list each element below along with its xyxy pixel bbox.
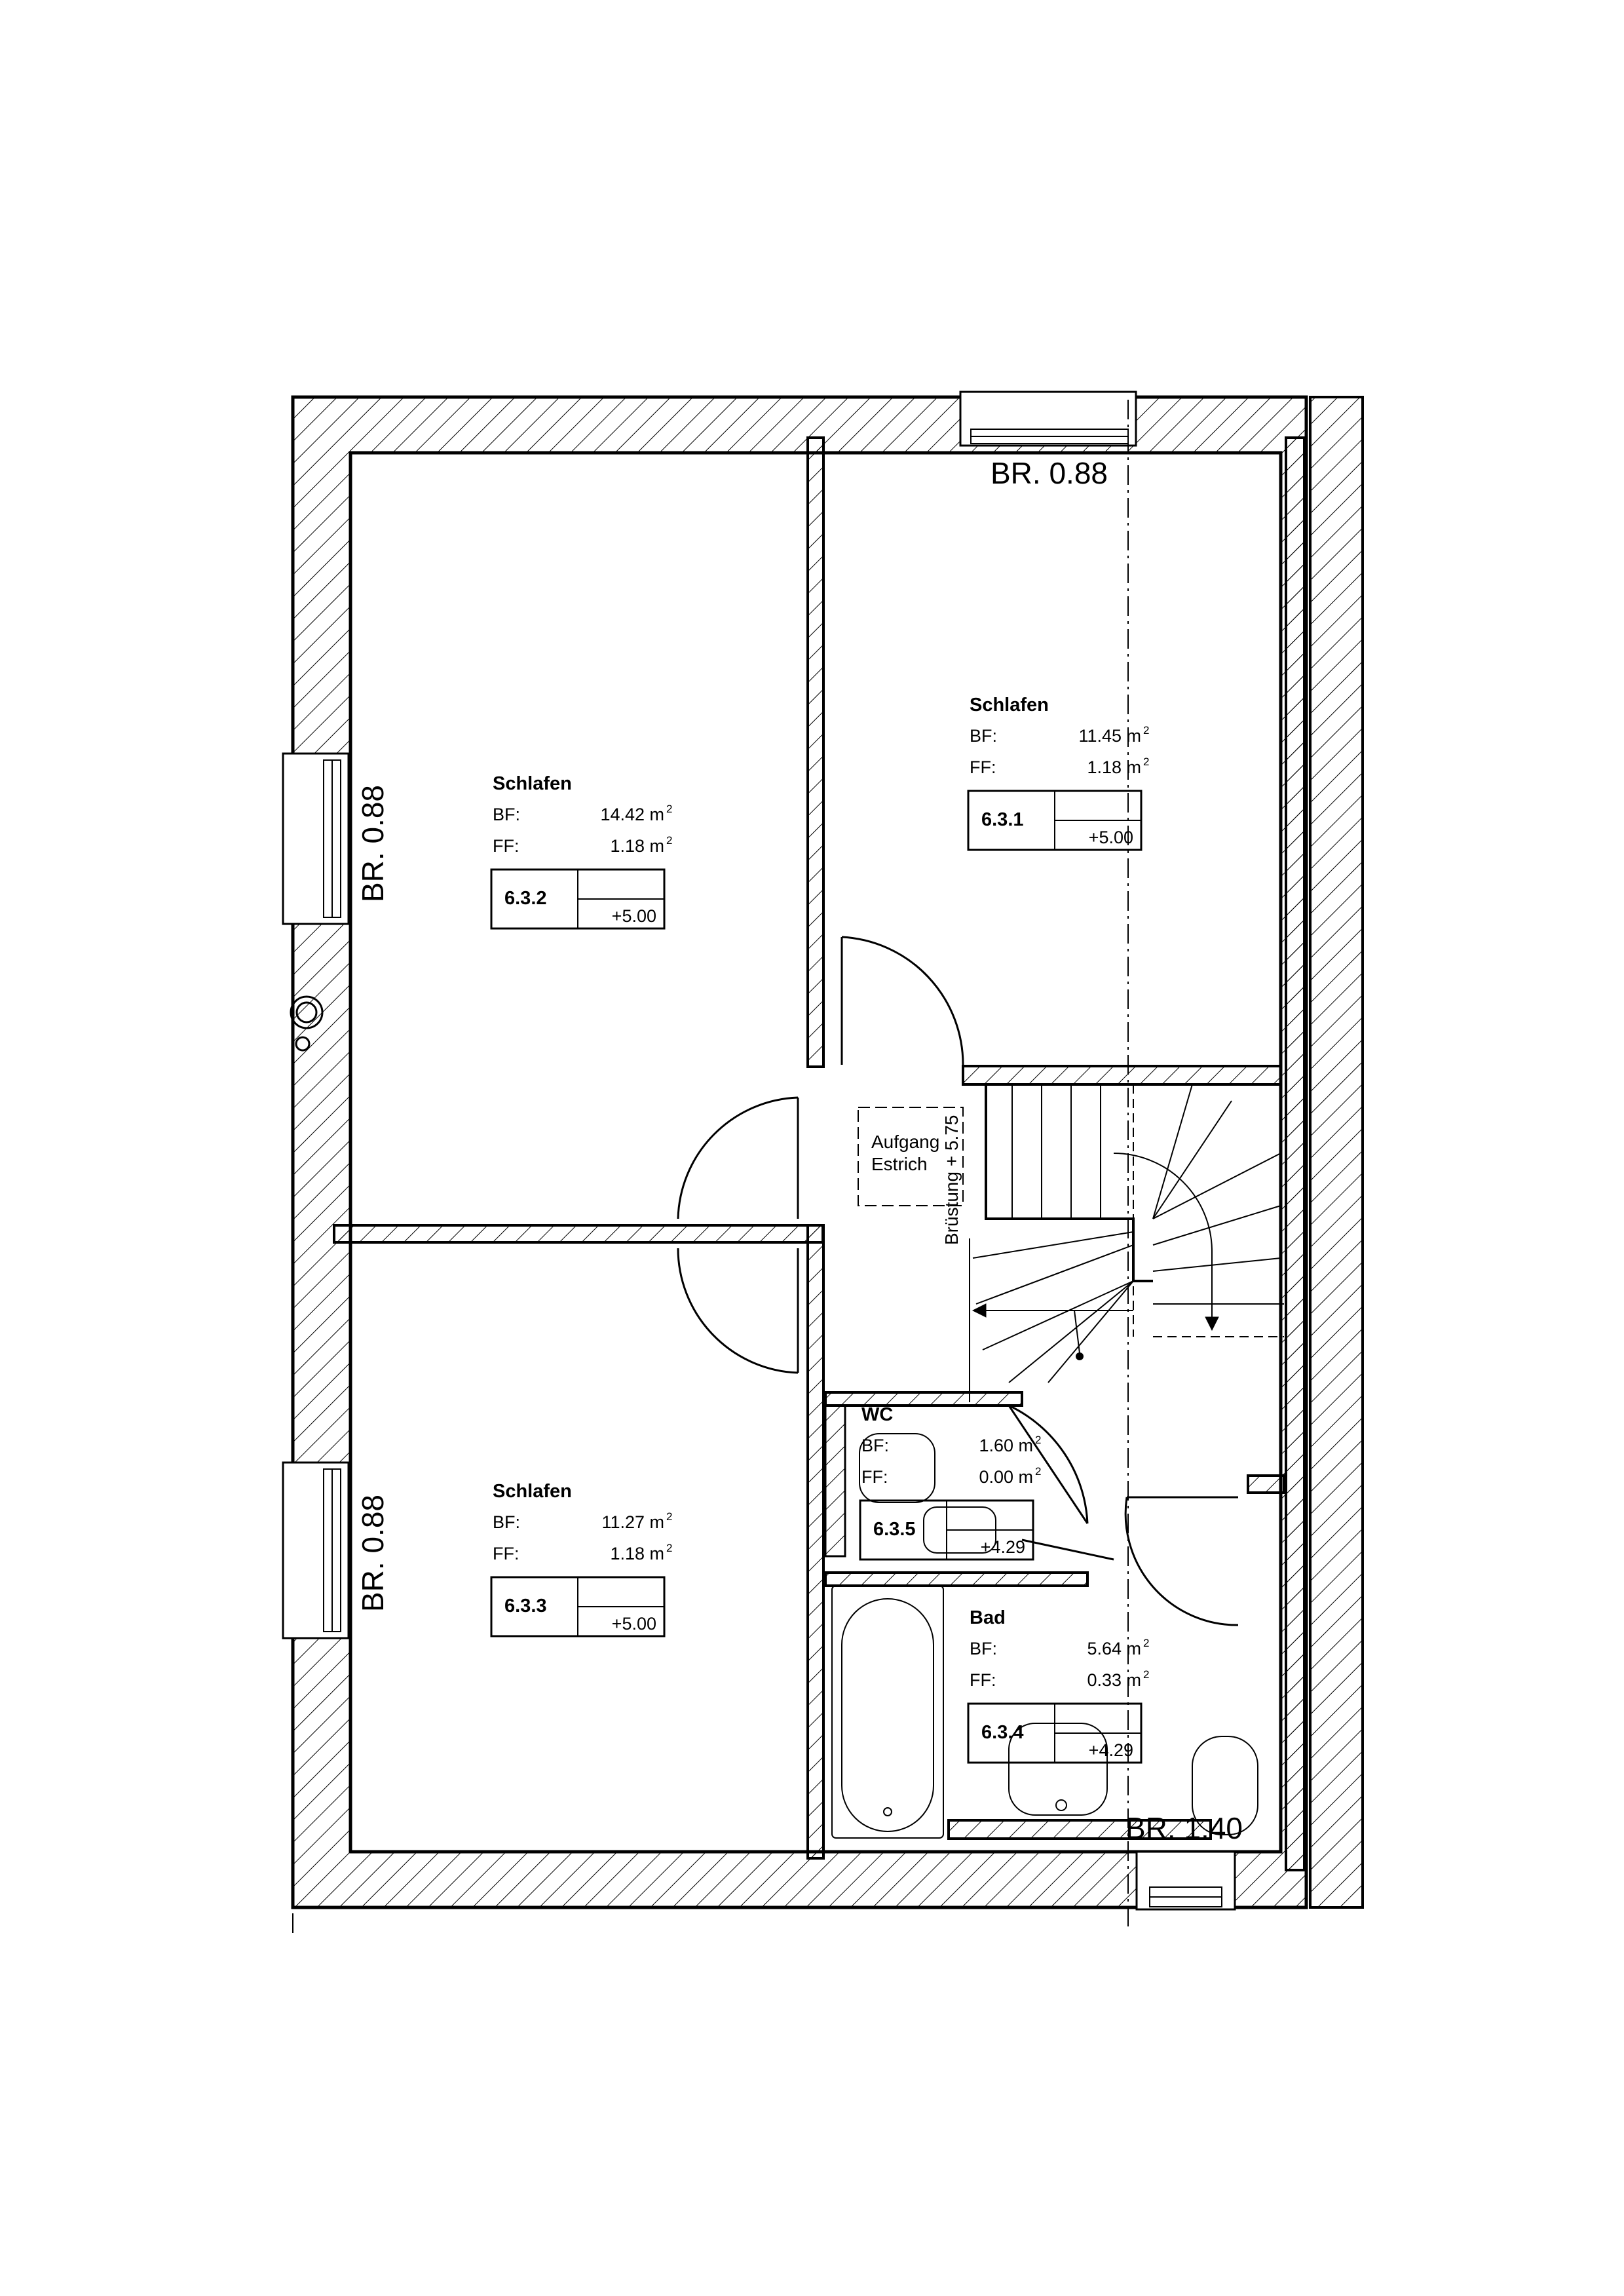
bf-unit-sup: 2 [1035,1434,1041,1446]
bf-value: 11.45 m [1078,726,1141,746]
ff-unit-sup: 2 [1143,756,1149,768]
attic-hatch [858,1107,964,1206]
ff-label: FF: [970,1670,996,1690]
interior-walls [333,436,1285,1860]
room-level: +5.00 [1089,828,1133,847]
room-name: Schlafen [493,1481,572,1502]
vent-icon [290,995,324,1052]
bf-value: 1.60 m [979,1436,1033,1455]
bf-label: BF: [861,1436,889,1455]
doors [677,936,1239,1626]
room-number: 6.3.1 [981,809,1024,830]
bf-unit-sup: 2 [666,1510,672,1523]
windows [282,391,1236,1911]
bf-label: BF: [493,805,520,824]
ff-value: 1.18 m [1087,757,1141,777]
bf-value: 14.42 m [600,805,664,824]
ff-unit-sup: 2 [1035,1465,1041,1478]
bf-label: BF: [970,1639,997,1658]
room-name: Schlafen [493,773,572,794]
bf-unit-sup: 2 [1143,1637,1149,1649]
room-number: 6.3.5 [873,1519,916,1540]
room-number: 6.3.4 [981,1722,1024,1743]
room-name: WC [861,1404,893,1425]
room-number: 6.3.2 [504,888,547,909]
bf-value: 5.64 m [1087,1639,1141,1658]
parapet-label: Brüstung + 5.75 [941,1115,962,1245]
axis-lines [292,400,1129,1933]
bf-unit-sup: 2 [1143,724,1149,737]
room-name: Schlafen [970,695,1049,716]
ff-value: 1.18 m [610,1544,664,1563]
ff-label: FF: [970,757,996,777]
ff-unit-sup: 2 [666,1542,672,1554]
ff-unit-sup: 2 [1143,1668,1149,1681]
staircase [969,1084,1284,1402]
ff-unit-sup: 2 [666,834,672,847]
attic-label-line1: Aufgang [871,1132,939,1152]
window-label-left-lower: BR. 0.88 [356,1495,390,1612]
bf-label: BF: [970,726,997,746]
ff-value: 0.33 m [1087,1670,1141,1690]
room-level: +5.00 [612,1614,656,1634]
bf-value: 11.27 m [601,1512,664,1532]
ff-value: 1.18 m [610,836,664,856]
bf-unit-sup: 2 [666,803,672,815]
fixtures [824,1404,1258,1839]
room-level: +4.29 [981,1537,1025,1557]
window-label-bottom: BR. 1.40 [1125,1811,1243,1845]
room-name: Bad [970,1607,1006,1628]
room-level: +5.00 [612,906,656,926]
room-level: +4.29 [1089,1740,1133,1760]
bf-label: BF: [493,1512,520,1532]
window-label-left-upper: BR. 0.88 [356,785,390,902]
ff-label: FF: [493,836,519,856]
ff-label: FF: [493,1544,519,1563]
attic-label-line2: Estrich [871,1154,928,1174]
room-number: 6.3.3 [504,1596,547,1617]
ff-label: FF: [861,1467,888,1487]
window-label-top: BR. 0.88 [991,456,1108,490]
exterior-walls [291,395,1364,1909]
ff-value: 0.00 m [979,1467,1033,1487]
